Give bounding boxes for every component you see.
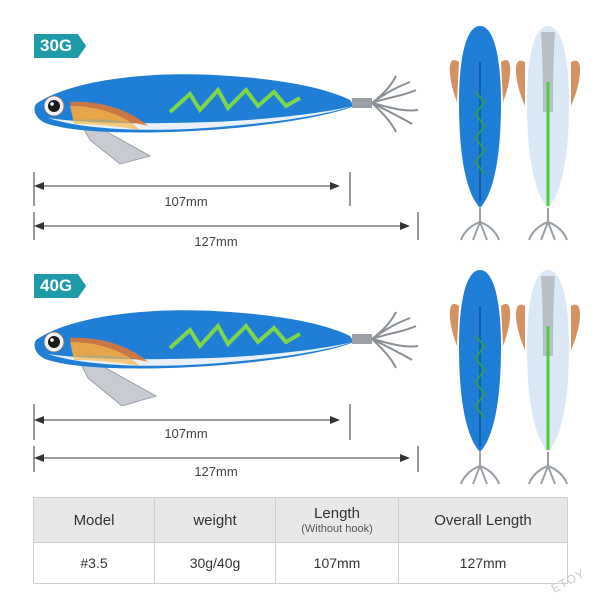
dimension-lines bbox=[33, 172, 419, 240]
cell-model: #3.5 bbox=[33, 542, 155, 584]
overall-length-label: 127mm bbox=[194, 464, 238, 479]
variant-30g: 30G bbox=[0, 0, 600, 249]
squid-jig-bottom-view-icon bbox=[515, 270, 581, 485]
weight-tag: 30G bbox=[34, 34, 87, 58]
squid-jig-top-view-icon bbox=[449, 26, 511, 241]
weight-tag: 40G bbox=[34, 274, 87, 298]
header-length: Length (Without hook) bbox=[275, 497, 399, 543]
table-row: #3.5 30g/40g 107mm 127mm bbox=[33, 542, 568, 584]
header-weight: weight bbox=[154, 497, 276, 543]
header-length-note: (Without hook) bbox=[301, 523, 373, 535]
header-overall-length: Overall Length bbox=[398, 497, 568, 543]
spec-table: Model weight Length (Without hook) Overa… bbox=[33, 497, 568, 584]
squid-jig-side-view-icon bbox=[34, 74, 419, 165]
body-length-label: 107mm bbox=[164, 194, 208, 209]
squid-jig-top-view-icon bbox=[449, 270, 511, 485]
cell-overall-length: 127mm bbox=[398, 542, 568, 584]
squid-jig-bottom-view-icon bbox=[515, 26, 581, 241]
overall-length-label: 127mm bbox=[194, 234, 238, 249]
cell-weight: 30g/40g bbox=[154, 542, 276, 584]
spec-table-header-row: Model weight Length (Without hook) Overa… bbox=[33, 497, 568, 543]
squid-jig-side-view-icon bbox=[34, 310, 419, 406]
dimension-lines bbox=[33, 404, 419, 472]
cell-length: 107mm bbox=[275, 542, 399, 584]
variant-40g: 40G 107mm 127mm bbox=[0, 236, 600, 485]
header-length-label: Length bbox=[314, 505, 360, 522]
header-model: Model bbox=[33, 497, 155, 543]
body-length-label: 107mm bbox=[164, 426, 208, 441]
